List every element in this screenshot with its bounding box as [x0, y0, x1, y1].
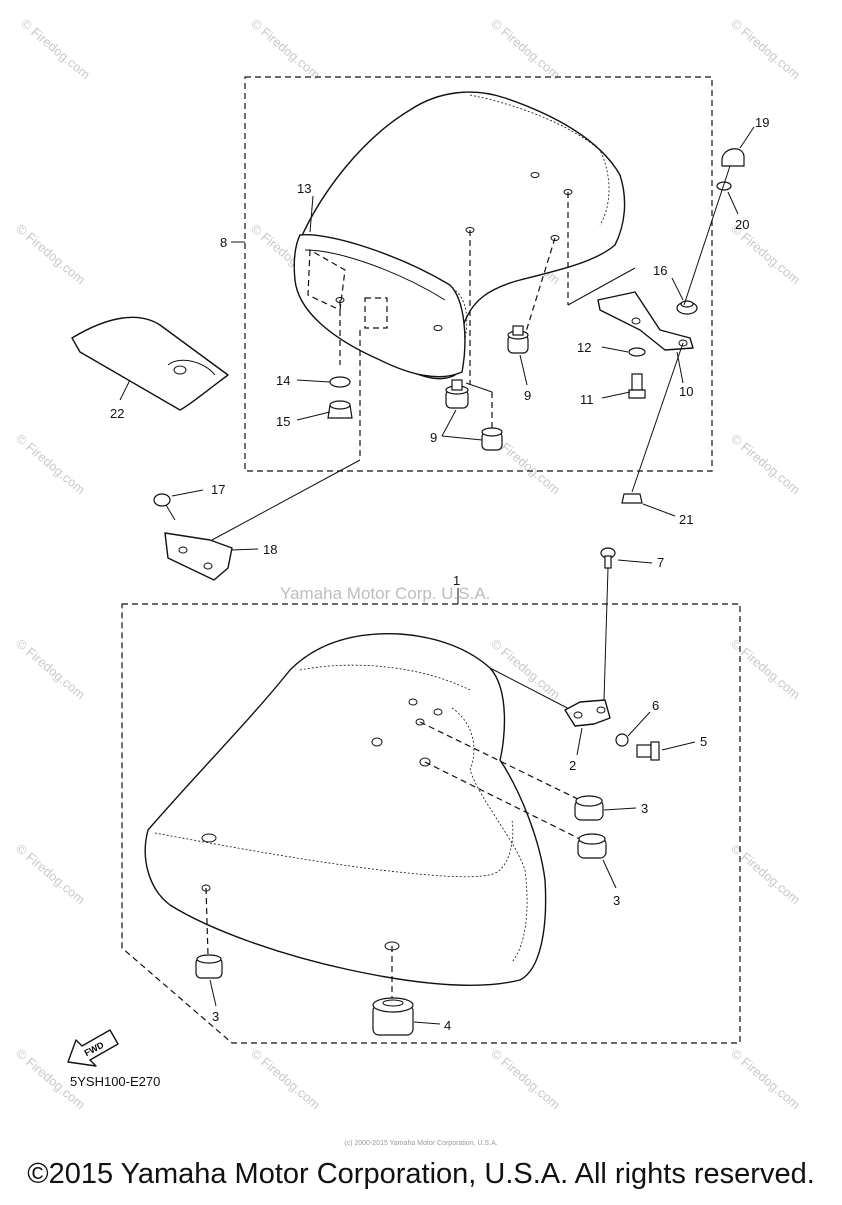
damper-9b: [445, 379, 469, 409]
callout-17: 17: [211, 482, 225, 497]
callout-14: 14: [276, 373, 290, 388]
watermark: © Firedog.com: [488, 16, 563, 82]
bracket-2: [564, 699, 611, 727]
grommet-16: [676, 300, 698, 315]
callout-6: 6: [652, 698, 659, 713]
collar-15: [327, 400, 353, 419]
bracket-18: [164, 532, 233, 581]
watermark: © Firedog.com: [248, 1046, 323, 1112]
damper-4: [372, 997, 414, 1036]
callout-7: 7: [657, 555, 664, 570]
watermark: © Firedog.com: [18, 16, 93, 82]
passenger-seat-group-box: [244, 76, 713, 472]
watermark: © Firedog.com: [13, 221, 88, 287]
bolt-5: [636, 741, 660, 761]
callout-18: 18: [263, 542, 277, 557]
callout-4: 4: [444, 1018, 451, 1033]
watermark: © Firedog.com: [728, 431, 803, 497]
callout-12: 12: [577, 340, 591, 355]
callout-9: 9: [524, 388, 531, 403]
seat-bracket: [597, 291, 694, 351]
callout-10: 10: [679, 384, 693, 399]
damper-3a: [574, 795, 604, 821]
rider-seat: [144, 633, 547, 986]
callout-22: 22: [110, 406, 124, 421]
callout-5: 5: [700, 734, 707, 749]
washer-20: [716, 181, 732, 191]
callout-3: 3: [212, 1009, 219, 1024]
washer-6: [615, 733, 629, 747]
forward-arrow-icon: FWD: [67, 1029, 119, 1067]
damper-3b: [577, 833, 607, 859]
damper-9a: [507, 325, 529, 354]
callout-19: 19: [755, 115, 769, 130]
tiny-copyright: (c) 2000-2015 Yamaha Motor Corporation, …: [344, 1140, 498, 1147]
watermark: © Firedog.com: [13, 636, 88, 702]
watermark: © Firedog.com: [13, 841, 88, 907]
cap-nut-19: [721, 148, 745, 167]
rider-seat-group-box: [121, 603, 741, 1044]
bolt-7: [600, 547, 616, 569]
callout-13: 13: [297, 181, 311, 196]
callout-3: 3: [641, 801, 648, 816]
center-watermark: Yamaha Motor Corp. U.S.A.: [280, 584, 491, 603]
passenger-seat: [293, 91, 626, 380]
callout-11: 11: [580, 392, 594, 407]
bolt-11: [628, 373, 646, 399]
watermark: © Firedog.com: [728, 841, 803, 907]
callout-9: 9: [430, 430, 437, 445]
diagram-code: 5YSH100-E270: [70, 1074, 160, 1089]
watermark: © Firedog.com: [728, 636, 803, 702]
callout-8: 8: [220, 235, 227, 250]
callout-15: 15: [276, 414, 290, 429]
damper-3c: [195, 954, 223, 979]
damper-9c: [481, 427, 503, 451]
copyright-footer: ©2015 Yamaha Motor Corporation, U.S.A. A…: [27, 1158, 815, 1190]
watermark: © Firedog.com: [728, 16, 803, 82]
watermark: © Firedog.com: [13, 431, 88, 497]
callout-3: 3: [613, 893, 620, 908]
seat-strap: [71, 316, 229, 411]
watermark: © Firedog.com: [248, 16, 323, 82]
watermark: © Firedog.com: [728, 1046, 803, 1112]
callout-2: 2: [569, 758, 576, 773]
washer-14: [329, 376, 351, 388]
watermark: © Firedog.com: [488, 1046, 563, 1112]
washer-12: [628, 347, 646, 357]
callout-1: 1: [453, 573, 460, 588]
nut-21: [621, 493, 643, 504]
callout-21: 21: [679, 512, 693, 527]
callout-16: 16: [653, 263, 667, 278]
bolt-17: [153, 493, 176, 521]
callout-20: 20: [735, 217, 749, 232]
